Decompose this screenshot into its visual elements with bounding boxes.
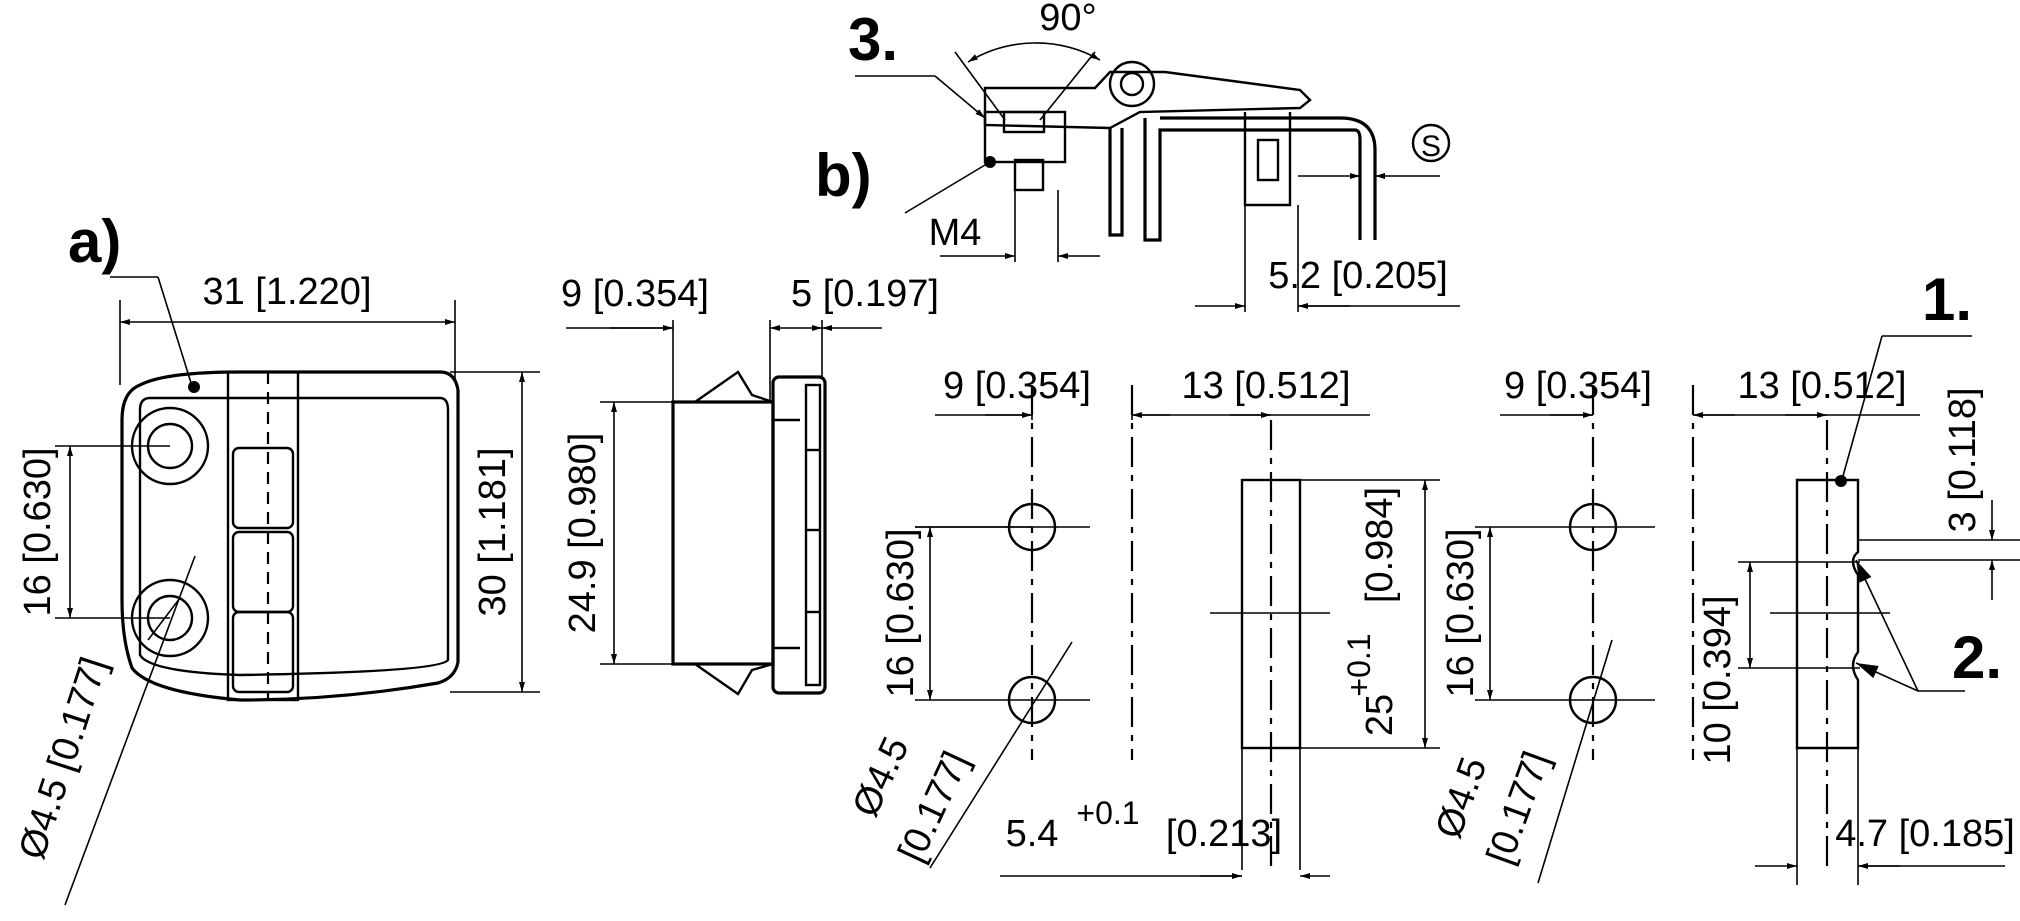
pl-hole-dia-leader [929, 641, 1073, 869]
front-height-label: 30 [1.181] [472, 447, 514, 616]
knuckle-3 [231, 610, 295, 694]
screw-head [1002, 110, 1046, 134]
side-clip-top [694, 370, 774, 404]
pr-hole-dia-a: Ø4.5 [1428, 752, 1496, 844]
callout-1: 1. [1922, 266, 1972, 333]
pl-dim-9-label: 9 [0.354] [943, 365, 1091, 407]
nut [983, 110, 1067, 164]
pr-dim-13-label: 13 [0.512] [1737, 365, 1906, 407]
front-hole-spacing-label: 16 [0.630] [17, 447, 59, 616]
s-symbol-circle [1411, 123, 1451, 163]
pr-dim-3-label: 3 [0.118] [1942, 387, 1984, 532]
knuckle-2 [231, 530, 295, 614]
hinge-pin-inner [1119, 71, 1145, 97]
front-view: 31 [1.220] 30 [1.181] 16 [0.630] Ø4.5 [0… [11, 208, 540, 906]
top-section-view: 90° M4 S 5.2 [0.205] 3. b) [815, 0, 1460, 312]
pr-hole-dia-leader [1537, 639, 1613, 884]
clip-right [1243, 112, 1292, 207]
pr-slot [1795, 478, 1860, 750]
front-hole-dia-label: Ø4.5 [0.177] [11, 652, 116, 864]
pl-dim-54: 5.4 [1006, 813, 1059, 855]
callout-b-dot [984, 156, 996, 168]
side-dim-9-label: 9 [0.354] [561, 273, 709, 315]
side-height-label: 24.9 [0.980] [562, 433, 604, 634]
screw-shank [1013, 158, 1045, 192]
side-body [671, 400, 775, 666]
pr-dim-9-label: 9 [0.354] [1504, 365, 1652, 407]
thread-label: M4 [929, 212, 982, 254]
s-symbol-text: S [1421, 130, 1441, 163]
pr-hole-spacing-label: 16 [0.630] [1440, 528, 1482, 697]
side-dim-5-label: 5 [0.197] [791, 273, 939, 315]
angle-arc [967, 42, 1101, 63]
front-width-label: 31 [1.220] [202, 271, 371, 313]
panel-right-inner [1160, 116, 1377, 240]
pl-hole-dia-a: Ø4.5 [845, 731, 918, 823]
knuckle-1 [231, 446, 295, 530]
side-knuckle-inner [804, 383, 822, 687]
knuckle-body [226, 370, 300, 702]
pr-dim-10-label: 10 [0.394] [1697, 595, 1739, 764]
pl-hole-spacing-label: 16 [0.630] [880, 528, 922, 697]
pl-dim-25-tol: +0.1 [1341, 633, 1377, 696]
side-knuckle-outer [771, 375, 827, 695]
panel-right-outer [1143, 118, 1362, 242]
hole-dia-leader [64, 555, 196, 906]
callout-2: 2. [1952, 624, 2002, 691]
hinge-inner-outline [138, 396, 450, 677]
pl-dim-54-in: [0.213] [1166, 813, 1282, 855]
pl-dim-13-label: 13 [0.512] [1181, 365, 1350, 407]
hinge-outline [120, 370, 460, 702]
dim-5-2-label: 5.2 [0.205] [1268, 255, 1448, 297]
callout-b: b) [815, 142, 872, 209]
hole-pattern-right: 9 [0.354] 13 [0.512] 16 [0.630] Ø4.5 [0.… [1428, 266, 2020, 885]
pl-dim-54-tol: +0.1 [1076, 795, 1139, 831]
pr-hole-dia-b: [0.177] [1479, 746, 1558, 870]
callout-a: a) [68, 208, 121, 275]
angle-label: 90° [1039, 0, 1096, 39]
pl-dim-25: 25 [1359, 694, 1401, 736]
hinge-leaf-section [983, 70, 1312, 130]
clip-right-bolt [1256, 138, 1280, 182]
pr-dim-47-label: 4.7 [0.185] [1835, 813, 2015, 855]
side-clip-bottom [694, 662, 774, 696]
hinge-pin-outer [1108, 60, 1156, 108]
hole-pattern-left: 9 [0.354] 13 [0.512] 16 [0.630] Ø4.5 [0.… [845, 365, 1440, 879]
callout-3: 3. [848, 6, 898, 73]
pl-dim-25-in: [0.984] [1359, 487, 1401, 603]
side-view: 9 [0.354] 5 [0.197] 24.9 [0.980] [561, 273, 939, 696]
panel-left [1108, 128, 1124, 237]
